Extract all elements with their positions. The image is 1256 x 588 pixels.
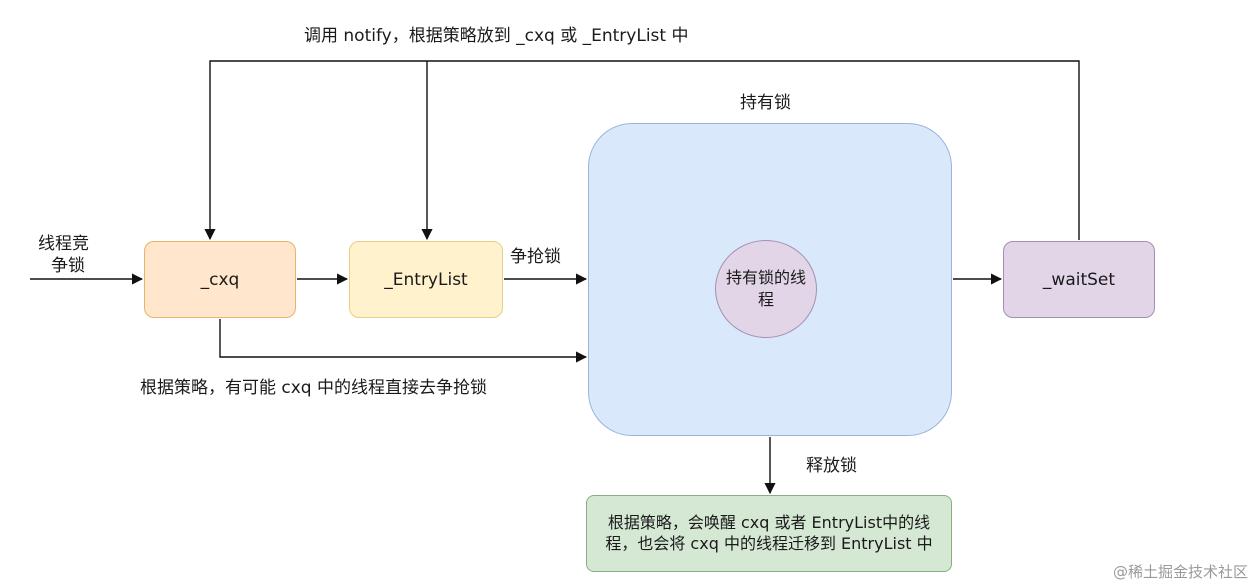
edge-cxq-to-holder: [219, 319, 588, 363]
grab-lock-label: 争抢锁: [510, 247, 561, 267]
owner-thread-node: 持有锁的线程: [715, 240, 817, 338]
watermark: @稀土掘金技术社区: [1112, 563, 1248, 581]
cxq-node-label: _cxq: [200, 269, 240, 290]
release-action-node: 根据策略，会唤醒 cxq 或者 EntryList中的线程，也会将 cxq 中的…: [586, 495, 952, 572]
contend-label-line2: 争锁: [51, 256, 85, 276]
contend-label-line1: 线程竞: [38, 234, 89, 254]
notify-label: 调用 notify，根据策略放到 _cxq 或 _EntryList 中: [304, 26, 689, 46]
release-action-label: 根据策略，会唤醒 cxq 或者 EntryList中的线程，也会将 cxq 中的…: [605, 513, 933, 553]
entrylist-node-label: _EntryList: [384, 269, 468, 290]
owner-thread-label: 持有锁的线程: [725, 268, 806, 309]
waitset-node: _waitSet: [1003, 241, 1155, 318]
waitset-node-label: _waitSet: [1042, 269, 1116, 290]
release-lock-label: 释放锁: [806, 456, 857, 476]
cxq-node: _cxq: [144, 241, 296, 318]
cxq-direct-label: 根据策略，有可能 cxq 中的线程直接去争抢锁: [140, 378, 488, 398]
holding-lock-label: 持有锁: [740, 93, 791, 113]
entrylist-node: _EntryList: [349, 241, 503, 318]
edge-notify-loop: [204, 60, 1080, 241]
